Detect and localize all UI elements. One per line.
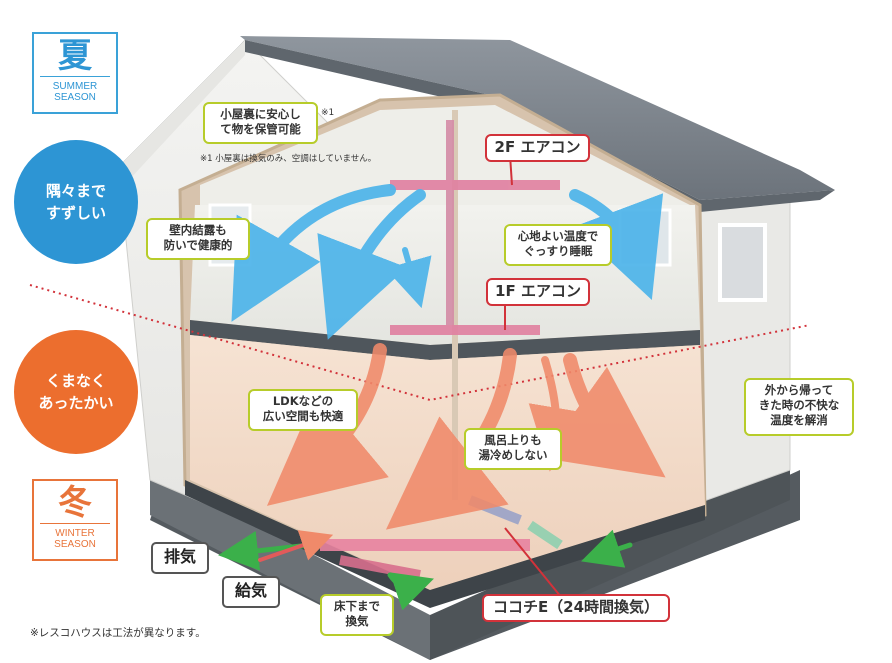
ldk-note: LDKなどの 広い空間も快適 <box>248 389 358 431</box>
warm-badge-line2: あったかい <box>38 394 114 412</box>
bath-note-line1: 風呂上りも <box>484 433 542 447</box>
ldk-note-line2: 広い空間も快適 <box>262 409 344 423</box>
ac-1f-label: 1F エアコン <box>486 278 590 306</box>
attic-storage-note: 小屋裏に安心し て物を保管可能 <box>203 102 318 144</box>
outside-note-line1: 外から帰って <box>764 383 834 397</box>
winter-en-1: WINTER <box>55 528 95 539</box>
supply-label: 給気 <box>222 576 280 608</box>
underfloor-note: 床下まで 換気 <box>320 594 394 636</box>
underfloor-note-line2: 換気 <box>345 614 369 628</box>
attic-note-line2: て物を保管可能 <box>220 122 301 136</box>
attic-footnote-ref: ※1 <box>321 108 335 118</box>
bath-note: 風呂上りも 湯冷めしない <box>464 428 562 470</box>
kokochi-e-label: ココチE（24時間換気） <box>482 594 670 622</box>
sleep-note-line2: ぐっすり睡眠 <box>523 244 593 258</box>
summer-season-box: 夏 SUMMER SEASON <box>32 32 118 114</box>
summer-en-2: SEASON <box>54 92 96 103</box>
attic-footnote: ※1 小屋裏は換気のみ、空調はしていません。 <box>200 154 377 164</box>
cool-badge: 隅々まで すずしい <box>14 140 138 264</box>
condensation-note: 壁内結露も 防いで健康的 <box>146 218 250 260</box>
cool-airflow-arrows <box>231 184 664 340</box>
winter-en-2: SEASON <box>54 539 96 550</box>
summer-kanji: 夏 <box>58 36 92 76</box>
winter-kanji: 冬 <box>58 483 92 523</box>
sleep-note: 心地よい温度で ぐっすり睡眠 <box>504 224 612 266</box>
outside-note-line2: きた時の不快な <box>758 398 840 412</box>
cool-badge-line1: 隅々まで <box>45 182 106 200</box>
warm-badge-line1: くまなく <box>45 372 106 390</box>
attic-note-line1: 小屋裏に安心し <box>220 107 301 121</box>
condensation-note-line1: 壁内結露も <box>169 223 227 237</box>
sleep-note-line1: 心地よい温度で <box>517 229 599 243</box>
ac-2f-label: 2F エアコン <box>485 134 590 162</box>
warm-badge: くまなく あったかい <box>14 330 138 454</box>
summer-en-1: SUMMER <box>52 81 98 92</box>
bath-note-line2: 湯冷めしない <box>478 448 548 462</box>
outside-return-note: 外から帰って きた時の不快な 温度を解消 <box>744 378 854 436</box>
exhaust-label: 排気 <box>151 542 209 574</box>
footer-note: ※レスコハウスは工法が異なります。 <box>30 627 206 639</box>
duct-network <box>320 120 563 580</box>
ldk-note-line1: LDKなどの <box>272 394 334 408</box>
outside-note-line3: 温度を解消 <box>770 413 828 427</box>
underfloor-note-line1: 床下まで <box>334 599 380 613</box>
cool-badge-line2: すずしい <box>45 204 106 222</box>
winter-season-box: 冬 WINTER SEASON <box>32 479 118 561</box>
condensation-note-line2: 防いで健康的 <box>163 238 233 252</box>
season-divider <box>29 284 811 402</box>
